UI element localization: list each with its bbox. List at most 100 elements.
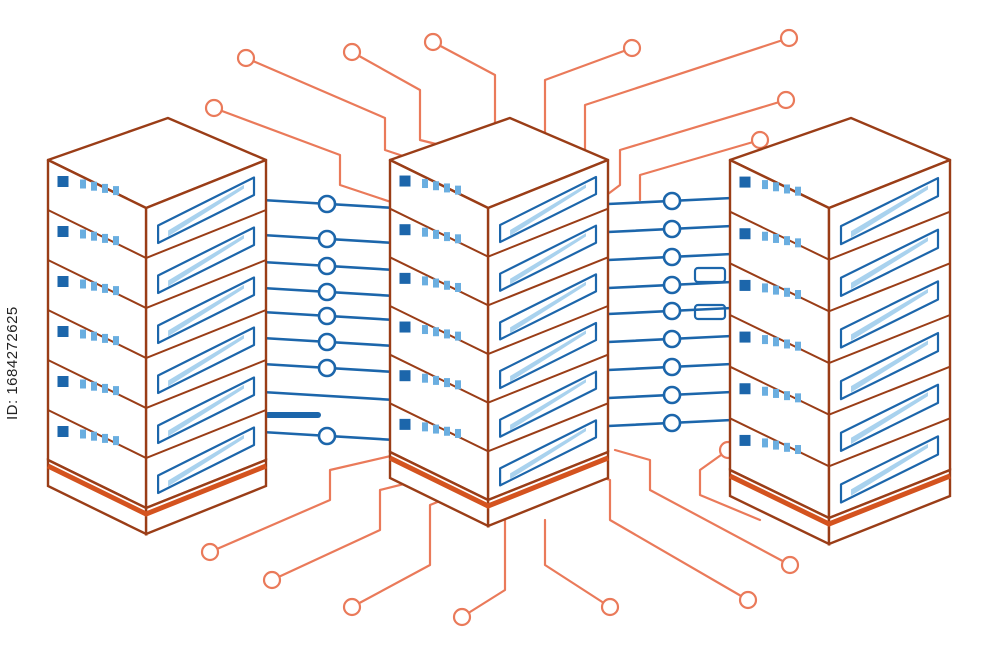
right-rack-unit-1-panel-display: [851, 237, 928, 290]
right-rack-unit-1-indicator-0: [762, 231, 768, 241]
left-rack-unit-divider-5: [47, 409, 267, 460]
center-rack-unit-1-indicator-1: [433, 229, 439, 239]
right-rack-unit-0-indicator-1: [773, 182, 779, 192]
center-rack-unit-0-indicator-2: [444, 183, 450, 193]
left-rack-unit-1-indicator-3: [113, 236, 119, 246]
left-rack-unit-5-status-led: [57, 426, 69, 437]
bottom-trace-2-node: [342, 597, 362, 617]
right-rack-unit-2-panel-display: [851, 288, 928, 341]
right-rack-unit-1-status-led: [739, 228, 751, 240]
right-rack-unit-divider-1: [729, 210, 951, 261]
left-rack-unit-2-indicator-3: [113, 286, 119, 296]
right-rack-unit-5-indicator-3: [795, 445, 801, 455]
center-rack-unit-2-indicator-1: [433, 278, 439, 288]
left-rack-unit-0-status-led: [57, 176, 69, 187]
right-rack-unit-3-panel-display: [851, 340, 928, 393]
link-node-right-8: [662, 413, 682, 433]
center-rack-unit-0-status-led: [399, 175, 411, 187]
center-rack-unit-0-indicator-3: [455, 185, 461, 195]
top-trace-6-line: [598, 98, 788, 202]
center-rack-unit-3-indicator-3: [455, 331, 461, 341]
top-trace-1-node: [204, 98, 224, 118]
center-rack-unit-2-status-led: [399, 272, 411, 284]
left-rack-unit-3-indicator-0: [80, 329, 86, 339]
left-rack-unit-0-indicator-3: [113, 186, 119, 196]
circuit-traces-top: [204, 28, 799, 207]
center-rack-unit-4-indicator-0: [422, 373, 428, 383]
center-rack-unit-1-status-led: [399, 224, 411, 236]
link-node-right-5: [662, 329, 682, 349]
bottom-trace-1-line: [270, 478, 422, 582]
left-rack-unit-5-indicator-0: [80, 429, 86, 439]
center-rack-unit-4-status-led: [399, 370, 411, 382]
link-node-right-2: [662, 247, 682, 267]
center-rack-unit-4-indicator-3: [455, 380, 461, 390]
center-rack-unit-5-panel-display: [510, 427, 586, 480]
link-node-right-4: [662, 301, 682, 321]
left-rack-unit-3-indicator-1: [91, 331, 97, 341]
right-rack-unit-2-indicator-2: [784, 287, 790, 297]
right-rack-unit-0-panel-display: [851, 185, 928, 238]
center-rack-unit-3-status-led: [399, 321, 411, 333]
center-rack-unit-1-indicator-0: [422, 227, 428, 237]
center-rack-unit-divider-2: [389, 256, 609, 307]
center-rack-unit-4-indicator-1: [433, 375, 439, 385]
left-rack: [46, 116, 268, 536]
center-rack-unit-0-indicator-0: [422, 179, 428, 189]
bottom-trace-6-node: [780, 555, 800, 575]
center-rack-unit-1-panel-display: [510, 233, 586, 285]
right-rack-unit-3-status-led: [739, 331, 751, 343]
link-node-right-6: [662, 357, 682, 377]
right-rack-unit-2-indicator-3: [795, 290, 801, 300]
left-rack-unit-divider-4: [47, 359, 267, 410]
left-rack-unit-4-panel-display: [168, 384, 244, 437]
center-rack-unit-divider-4: [389, 353, 609, 404]
link-node-left-3: [317, 282, 337, 302]
right-rack-unit-4-status-led: [739, 383, 751, 395]
link-connector-0: [693, 266, 727, 284]
right-rack-unit-4-indicator-0: [762, 386, 768, 396]
link-connector-1: [693, 303, 727, 321]
left-rack-unit-1-status-led: [57, 226, 69, 237]
left-rack-unit-2-status-led: [57, 276, 69, 287]
center-rack-unit-2-indicator-0: [422, 276, 428, 286]
right-rack-unit-5-status-led: [739, 434, 751, 446]
right-rack-unit-5-panel-display: [851, 443, 928, 496]
center-rack: [388, 116, 610, 528]
left-rack-unit-0-panel-display: [168, 184, 244, 237]
left-rack-unit-0-indicator-1: [91, 181, 97, 191]
right-rack-unit-3-indicator-3: [795, 341, 801, 351]
center-rack-unit-divider-1: [389, 207, 609, 258]
right-rack-unit-4-indicator-2: [784, 391, 790, 401]
left-rack-unit-1-indicator-1: [91, 231, 97, 241]
right-rack-unit-4-indicator-1: [773, 388, 779, 398]
left-rack-unit-1-indicator-2: [102, 233, 108, 243]
center-rack-unit-2-indicator-3: [455, 282, 461, 292]
center-rack-unit-1-indicator-3: [455, 234, 461, 244]
left-rack-unit-divider-2: [47, 259, 267, 310]
center-rack-unit-0-indicator-1: [433, 181, 439, 191]
right-rack-unit-5-indicator-0: [762, 438, 768, 448]
top-trace-3-line: [431, 40, 497, 132]
right-rack-unit-divider-4: [729, 365, 951, 416]
center-rack-unit-divider-3: [389, 305, 609, 356]
left-rack-unit-0-indicator-2: [102, 183, 108, 193]
right-rack-unit-3-indicator-2: [784, 339, 790, 349]
top-trace-4-node: [622, 38, 642, 58]
center-rack-unit-4-panel-display: [510, 379, 586, 431]
left-rack-unit-4-indicator-3: [113, 386, 119, 396]
link-node-left-1: [317, 229, 337, 249]
left-rack-unit-3-panel-display: [168, 334, 244, 387]
left-rack-unit-4-indicator-1: [91, 381, 97, 391]
left-rack-unit-4-indicator-0: [80, 379, 86, 389]
top-trace-5-node: [779, 28, 799, 48]
left-rack-base-accent: [46, 463, 267, 517]
top-trace-3-node: [423, 32, 443, 52]
top-trace-0-line: [244, 56, 432, 167]
top-trace-4-line: [543, 46, 634, 137]
top-trace-1-line: [212, 106, 402, 207]
left-rack-unit-3-indicator-2: [102, 333, 108, 343]
right-rack-unit-2-status-led: [739, 279, 751, 291]
right-rack-unit-5-indicator-2: [784, 442, 790, 452]
left-rack-unit-3-indicator-3: [113, 336, 119, 346]
